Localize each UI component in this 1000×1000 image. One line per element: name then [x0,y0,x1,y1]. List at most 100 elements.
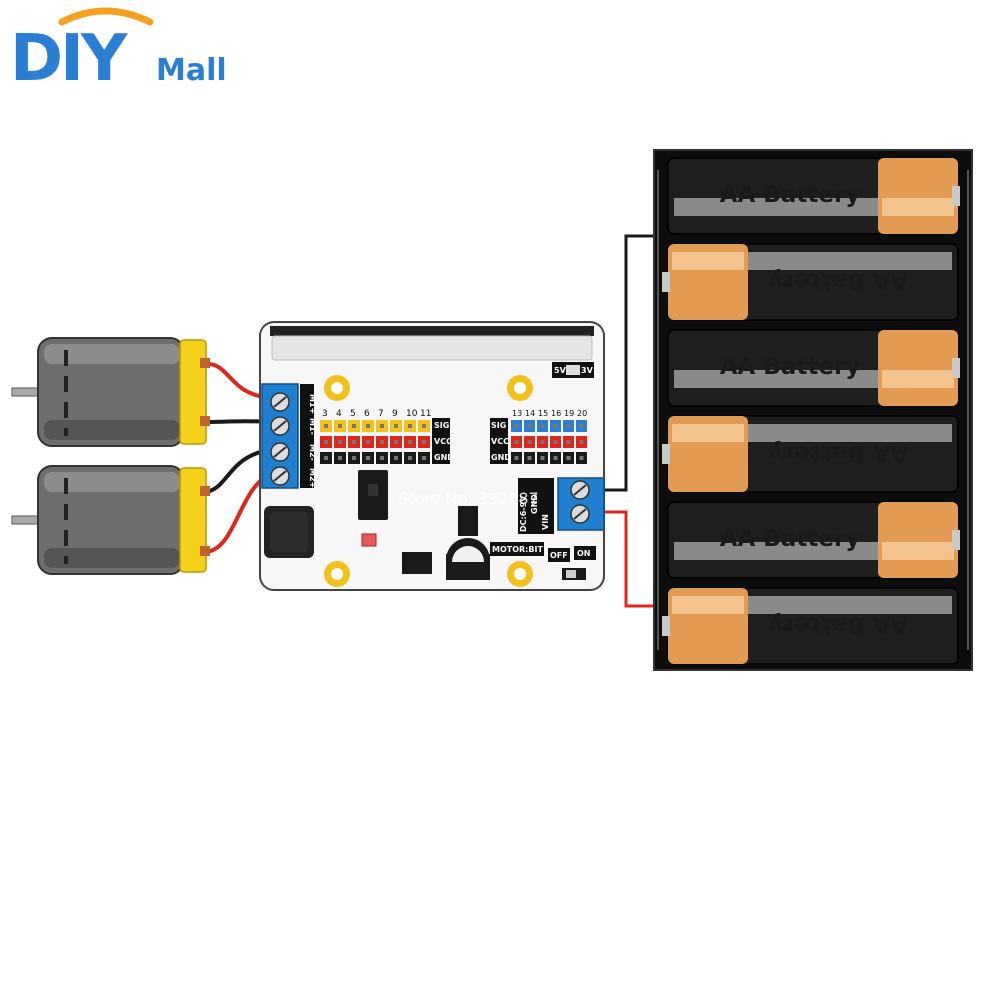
pin-hole [579,440,584,444]
battery-label: AA Battery [720,354,861,380]
label-3v3: 3V [581,366,594,375]
left-label-bg [432,418,450,464]
aa-battery: AA Battery [662,243,959,321]
pin-hole [324,456,328,460]
small-chip [402,552,432,574]
logo-sub-text: Mall [156,53,227,88]
motor2-endcap [179,467,207,573]
logo-swoosh [58,7,154,26]
terminal-screws-left [270,392,290,486]
screw-slot [573,508,587,520]
battery-cap-highlight [882,370,954,388]
pin-hole [540,456,545,460]
label-vcc-right: VCC [491,437,509,446]
pin-hole [380,440,384,444]
battery-terminal [662,616,670,636]
aa-battery: AA Battery [667,157,960,235]
pin-hole [324,440,328,444]
battery-terminal [662,272,670,292]
mounting-hole-bl-inner [331,568,343,580]
motor-port-labels: M1+ M1- M2- M2+ [300,384,317,488]
pin-hole [394,456,398,460]
pin-hole [338,456,342,460]
battery-cap [878,330,958,406]
pin-hole [514,440,519,444]
battery-label: AA Battery [720,182,861,208]
pin-hole [514,456,519,460]
motor1-terminal-bottom [200,416,210,426]
pin-hole [540,424,545,428]
battery-cap-highlight [882,198,954,216]
motor2-shadow [44,548,180,568]
pin-number-label: 14 [525,409,535,418]
dc-motor-icon [11,337,210,447]
label-m1n: M1- [308,418,317,435]
battery-holder: AA Battery AA Battery AA Battery AA Battery… [653,149,973,671]
label-off: OFF [550,551,568,560]
label-m1p: M1+ [308,394,317,414]
label-5v: 5V [554,366,567,375]
pin-hole [366,440,370,444]
pin-hole [514,424,519,428]
motor2-terminal-bottom [200,546,210,556]
motor2-shaft [11,515,41,525]
label-dc: DC:6-9V [519,495,528,532]
battery-label: AA Battery [768,612,909,638]
pin-hole [394,424,398,428]
pin-hole [408,424,412,428]
power-switch: OFF ON [548,546,596,580]
motorbit-label-bg [490,542,544,556]
pin-hole [338,440,342,444]
battery-terminal [952,530,960,550]
left-header-labels: SIG VCC GND [432,418,454,464]
buzzer-icon [264,506,314,558]
diymall-logo: DIY Mall [10,7,227,96]
mounting-hole-tr-inner [514,382,526,394]
label-sig-right: SIG [491,421,506,430]
on-label-bg [574,546,596,560]
pin-hole [553,424,558,428]
dc-motor-icon [11,465,210,575]
store-watermark: Store No: 332087 [398,489,539,508]
battery-terminal [952,358,960,378]
pin-hole [527,456,532,460]
label-gnd-power: GND [530,494,539,514]
pin-number-label: 15 [538,409,548,418]
pin-number-label: 11 [420,409,431,419]
switch-knob [566,365,580,375]
right-label-bg [490,418,508,464]
battery-terminal [952,186,960,206]
pin-number-label: 3 [322,409,328,419]
screw-slot [573,484,587,496]
pin-number-label: 9 [392,409,398,419]
pin-hole [579,424,584,428]
pin-hole [553,440,558,444]
motor1-terminal-top [200,358,210,368]
edge-connector-slot [270,326,594,336]
right-header-labels: SIG VCC GND [490,418,511,464]
pin-hole [566,456,571,460]
pin-hole [566,440,571,444]
pin-hole [408,456,412,460]
pin-number-label: 7 [378,409,384,419]
left-header-pins [320,420,430,464]
power-label-bg [518,478,554,534]
pin-number-label: 20 [577,409,587,418]
small-switch: 5V 3V [552,362,594,378]
pin-hole [527,424,532,428]
label-on: ON [577,549,591,558]
motor-label-bg [300,384,314,488]
label-vin: VIN [541,514,550,530]
pin-hole [352,424,356,428]
right-header-pins [511,420,587,464]
pin-number-label: 6 [364,409,370,419]
pin-hole [380,456,384,460]
label-vcc-left: VCC [434,437,452,446]
led-indicator [361,533,377,547]
mounting-hole-br-inner [514,568,526,580]
battery-red-wire [604,510,654,608]
label-m2p: M2+ [308,468,317,488]
pin-hole [366,424,370,428]
